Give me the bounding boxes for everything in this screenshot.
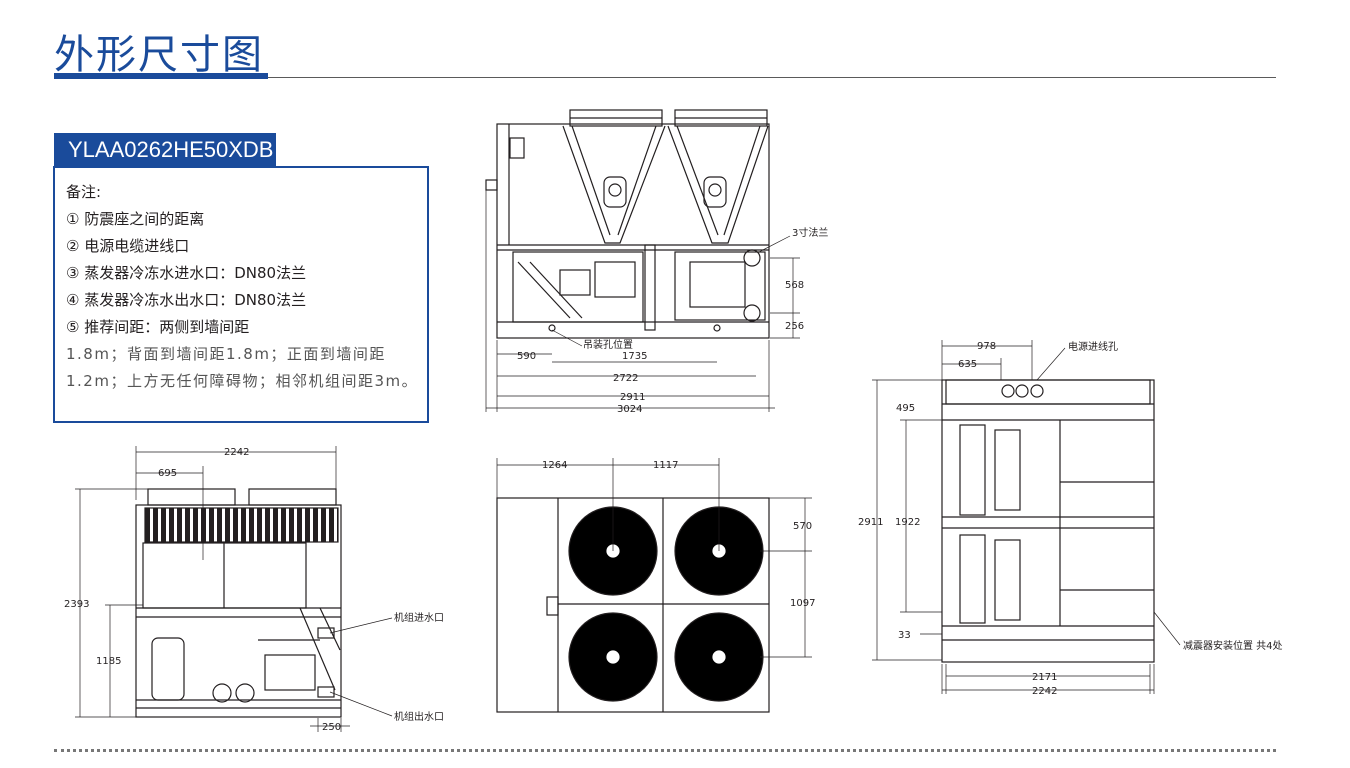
dim-label: 570 bbox=[793, 521, 812, 532]
dim-label: 978 bbox=[977, 341, 996, 352]
dim-label: 635 bbox=[958, 359, 977, 370]
side-view-drawing bbox=[75, 446, 393, 732]
dim-label: 3024 bbox=[617, 404, 642, 415]
dim-label: 1097 bbox=[790, 598, 815, 609]
dim-label: 2242 bbox=[1032, 686, 1057, 697]
power-inlet-label: 电源进线孔 bbox=[1068, 340, 1118, 353]
notes-panel: 备注: ① 防震座之间的距离 ② 电源电缆进线口 ③ 蒸发器冷冻水进水口：DN8… bbox=[66, 179, 422, 395]
note-item: ③ 蒸发器冷冻水进水口：DN80法兰 bbox=[66, 264, 307, 282]
dim-label: 2911 bbox=[858, 517, 883, 528]
dim-label: 1264 bbox=[542, 460, 567, 471]
note-item: ① 防震座之间的距离 bbox=[66, 210, 205, 228]
lifting-hole-label: 吊装孔位置 bbox=[583, 338, 633, 351]
note-item: ② 电源电缆进线口 bbox=[66, 237, 190, 255]
flange-label: 3寸法兰 bbox=[792, 226, 828, 239]
side-view-labels: 2242 695 2393 1185 250 机组进水口 机组出水口 bbox=[64, 447, 444, 733]
dim-label: 1922 bbox=[895, 517, 920, 528]
damper-position-label: 减震器安装位置 共4处 bbox=[1183, 639, 1283, 652]
dim-label: 1735 bbox=[622, 351, 647, 362]
note-item: ⑤ 推荐间距：两侧到墙间距 bbox=[66, 318, 250, 336]
top-view-drawing bbox=[496, 458, 812, 713]
bottom-dotted-rule bbox=[54, 749, 1276, 752]
note-item: ④ 蒸发器冷冻水出水口：DN80法兰 bbox=[66, 291, 307, 309]
model-tab: YLAA0262HE50XDB bbox=[54, 133, 276, 166]
dim-label: 2393 bbox=[64, 599, 89, 610]
dim-label: 256 bbox=[785, 321, 804, 332]
dim-label: 33 bbox=[898, 630, 911, 641]
top-view-labels: 1264 1117 570 1097 bbox=[542, 460, 815, 609]
dim-label: 568 bbox=[785, 280, 804, 291]
front-view-labels: 568 256 590 1735 2722 2911 3024 3寸法兰 吊装孔… bbox=[517, 226, 828, 415]
notes-heading: 备注: bbox=[66, 183, 102, 201]
end-view-labels: 978 635 495 2911 1922 33 2171 2242 电源进线孔… bbox=[858, 340, 1283, 697]
dim-label: 695 bbox=[158, 468, 177, 479]
dim-label: 2242 bbox=[224, 447, 249, 458]
dim-label: 250 bbox=[322, 722, 341, 733]
page-title: 外形尺寸图 bbox=[54, 32, 264, 78]
dim-label: 1117 bbox=[653, 460, 678, 471]
water-inlet-label: 机组进水口 bbox=[394, 611, 444, 624]
note-continuation: 1.8m；背面到墙间距1.8m；正面到墙间距1.2m；上方无任何障碍物；相邻机组… bbox=[66, 345, 419, 390]
water-outlet-label: 机组出水口 bbox=[394, 710, 444, 723]
title-rule bbox=[268, 77, 1276, 78]
dim-label: 2911 bbox=[620, 392, 645, 403]
dim-label: 495 bbox=[896, 403, 915, 414]
notes-box bbox=[53, 166, 429, 423]
dim-label: 2171 bbox=[1032, 672, 1057, 683]
title-underline-accent bbox=[54, 73, 268, 79]
dim-label: 590 bbox=[517, 351, 536, 362]
front-view-drawing bbox=[485, 109, 800, 412]
dim-label: 2722 bbox=[613, 373, 638, 384]
end-view-drawing bbox=[872, 340, 1181, 694]
dim-label: 1185 bbox=[96, 656, 121, 667]
